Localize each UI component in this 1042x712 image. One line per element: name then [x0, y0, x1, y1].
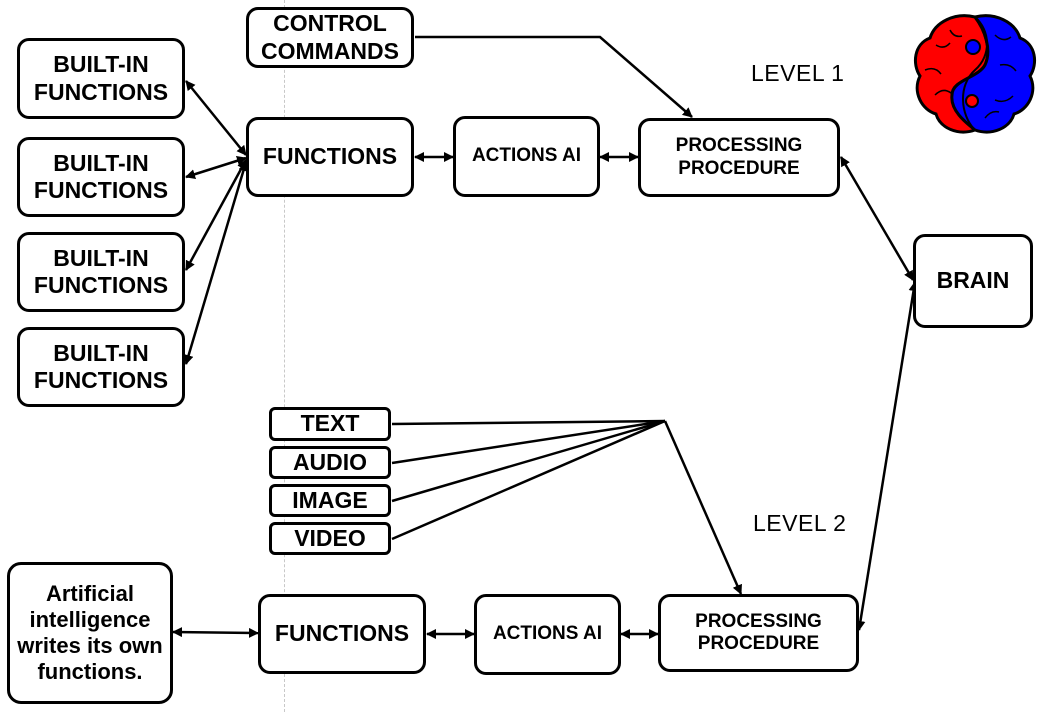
- processing-procedure-label: PROCESSING PROCEDURE: [695, 610, 822, 654]
- builtin-functions-box-4: BUILT-IN FUNCTIONS: [17, 327, 185, 407]
- edge-processing1-brain: [839, 156, 915, 281]
- level-2-label: LEVEL 2: [753, 510, 847, 536]
- image-input-box: IMAGE: [269, 484, 391, 517]
- brain-label: BRAIN: [936, 267, 1010, 294]
- actions-ai-box-level2: ACTIONS AI: [474, 594, 621, 675]
- control-commands-box: CONTROL COMMANDS: [246, 7, 414, 68]
- builtin-functions-label: BUILT-IN FUNCTIONS: [33, 51, 169, 105]
- processing-procedure-label: PROCESSING PROCEDURE: [675, 135, 803, 179]
- level-1-label: LEVEL 1: [751, 60, 845, 86]
- functions-box-level2: FUNCTIONS: [258, 594, 426, 674]
- functions-label: FUNCTIONS: [262, 143, 398, 170]
- edge-processing2-brain: [855, 281, 919, 631]
- edge-builtin4-functions: [183, 161, 249, 365]
- builtin-functions-box-1: BUILT-IN FUNCTIONS: [17, 38, 185, 119]
- edge-hub-processing2: [663, 420, 743, 595]
- control-commands-label: CONTROL COMMANDS: [261, 10, 399, 64]
- ai-writes-functions-box: Artificial intelligence writes its own f…: [7, 562, 173, 704]
- edge-audio-hub: [391, 419, 666, 465]
- text-input-box: TEXT: [269, 407, 391, 441]
- audio-label: AUDIO: [292, 448, 368, 475]
- text-label: TEXT: [300, 410, 360, 437]
- yin-yang-brain-icon: [913, 14, 1037, 134]
- actions-ai-label: ACTIONS AI: [471, 145, 582, 167]
- edge-builtin1-functions: [185, 80, 247, 156]
- builtin-functions-label: BUILT-IN FUNCTIONS: [33, 244, 169, 298]
- dashed-guide-line: [284, 0, 285, 712]
- actions-ai-label: ACTIONS AI: [492, 623, 603, 645]
- image-label: IMAGE: [292, 486, 368, 513]
- actions-ai-box-level1: ACTIONS AI: [453, 116, 600, 197]
- processing-procedure-box-level1: PROCESSING PROCEDURE: [638, 118, 840, 197]
- edge-ai-functions2: [172, 627, 259, 638]
- video-label: VIDEO: [294, 524, 366, 551]
- builtin-functions-box-2: BUILT-IN FUNCTIONS: [17, 137, 185, 217]
- functions-box-level1: FUNCTIONS: [246, 117, 414, 197]
- edge-text-hub: [391, 419, 666, 426]
- video-input-box: VIDEO: [269, 522, 391, 555]
- edge-image-hub: [391, 419, 666, 503]
- edge-control-processing1: [415, 35, 693, 118]
- ai-writes-functions-label: Artificial intelligence writes its own f…: [17, 581, 163, 684]
- builtin-functions-label: BUILT-IN FUNCTIONS: [33, 339, 169, 393]
- functions-label: FUNCTIONS: [274, 620, 410, 647]
- edge-video-hub: [391, 419, 666, 541]
- processing-procedure-box-level2: PROCESSING PROCEDURE: [658, 594, 859, 672]
- audio-input-box: AUDIO: [269, 446, 391, 479]
- builtin-functions-box-3: BUILT-IN FUNCTIONS: [17, 232, 185, 312]
- brain-box: BRAIN: [913, 234, 1033, 328]
- edge-builtin3-functions: [184, 159, 248, 271]
- builtin-functions-label: BUILT-IN FUNCTIONS: [33, 149, 169, 203]
